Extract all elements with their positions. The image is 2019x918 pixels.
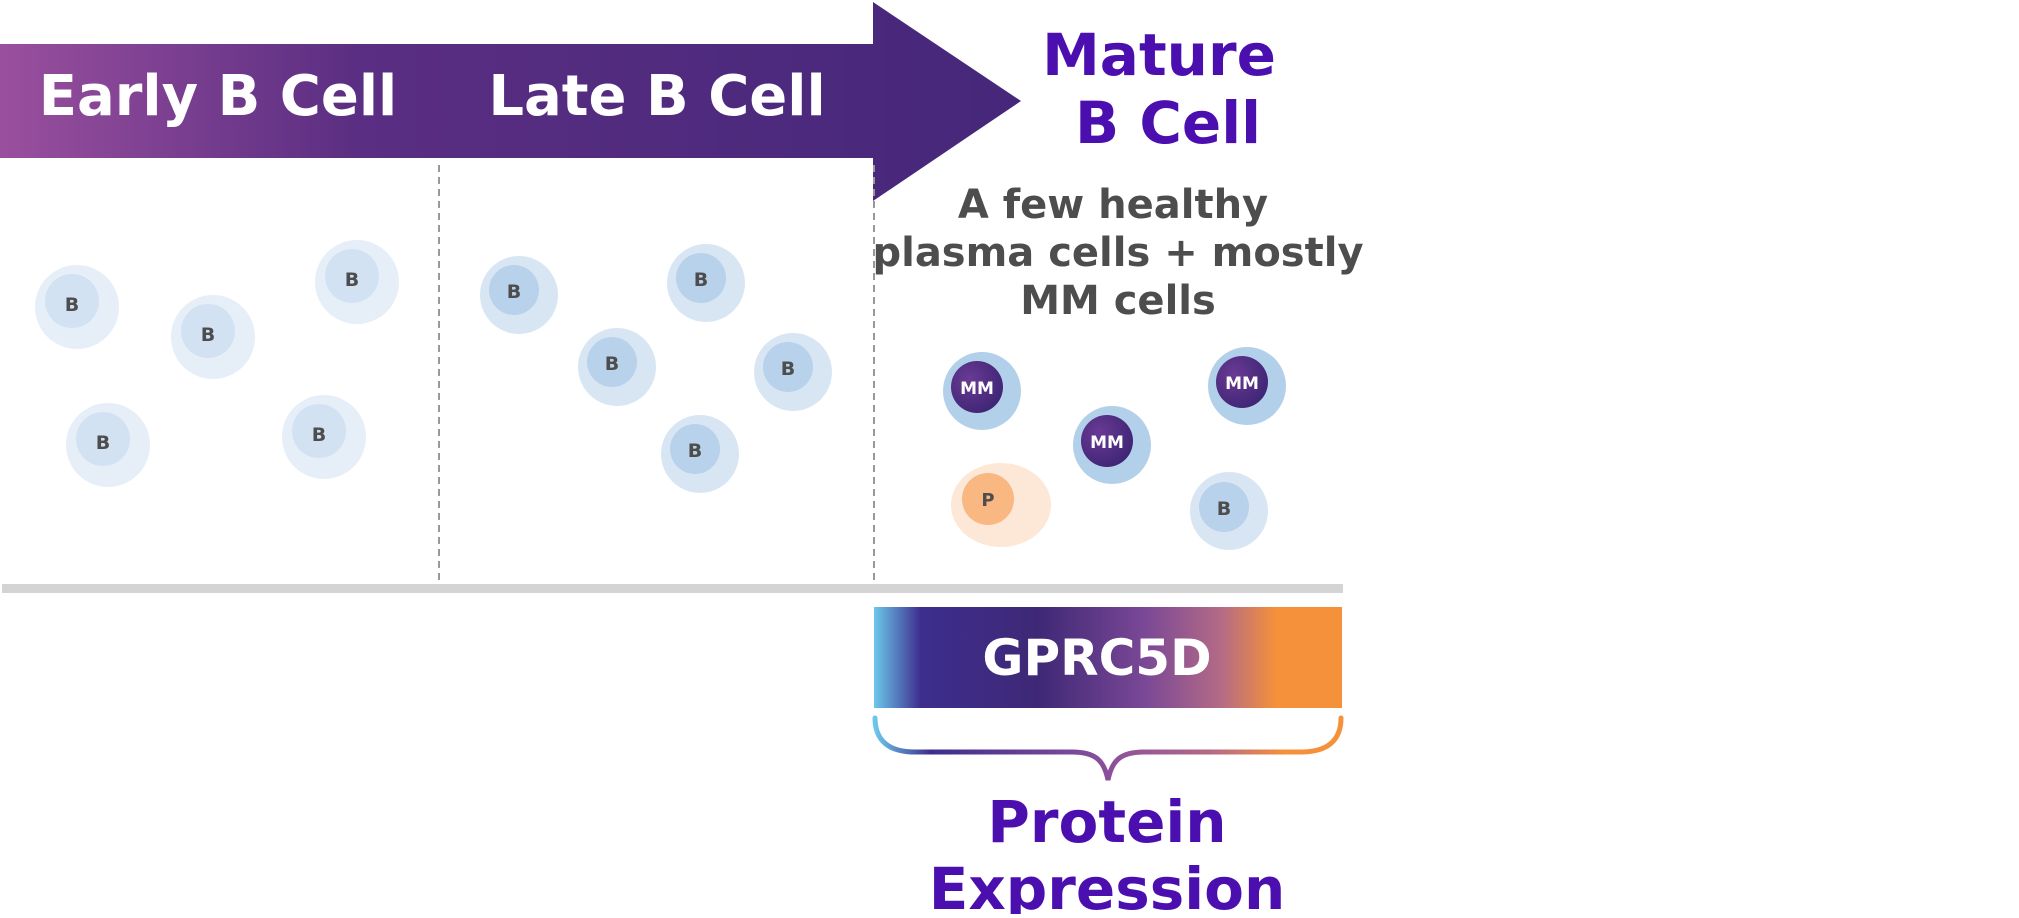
mm-cell: MM — [1208, 347, 1286, 425]
progression-arrow — [0, 2, 1021, 201]
svg-text:B: B — [688, 440, 702, 462]
mature-note-line1: A few healthy — [958, 182, 1268, 228]
mm-cell: MM — [1073, 406, 1151, 484]
gprc5d-label: GPRC5D — [982, 629, 1211, 687]
svg-text:MM: MM — [960, 379, 994, 399]
svg-text:B: B — [345, 269, 359, 291]
svg-text:B: B — [312, 424, 326, 446]
svg-text:B: B — [96, 432, 110, 454]
svg-text:MM: MM — [1090, 433, 1124, 453]
svg-text:B: B — [781, 358, 795, 380]
b-cell: B — [661, 415, 739, 493]
protein-expression-line2: Expression — [929, 855, 1286, 914]
early-b-cell-label: Early B Cell — [39, 64, 398, 129]
svg-text:B: B — [507, 281, 521, 303]
b-cell: B — [171, 295, 255, 379]
svg-text:B: B — [1217, 498, 1231, 520]
svg-text:MM: MM — [1225, 374, 1259, 394]
b-cell: B — [1190, 472, 1268, 550]
mature-note-line2: plasma cells + mostly — [872, 230, 1363, 276]
plasma-cell: P — [951, 463, 1051, 547]
svg-text:B: B — [201, 324, 215, 346]
protein-expression-line1: Protein — [987, 788, 1226, 856]
b-cell: B — [35, 265, 119, 349]
svg-text:B: B — [65, 294, 79, 316]
svg-text:P: P — [981, 490, 994, 511]
svg-text:B: B — [605, 353, 619, 375]
mature-b-cell-label-line2: B Cell — [1075, 89, 1261, 157]
b-cell: B — [66, 403, 150, 487]
mm-cell: MM — [943, 352, 1021, 430]
baseline — [2, 584, 1343, 593]
mature-b-cell-label-line1: Mature — [1042, 21, 1276, 89]
b-cell: B — [578, 328, 656, 406]
b-cell: B — [282, 395, 366, 479]
svg-text:B: B — [694, 269, 708, 291]
b-cell: B — [315, 240, 399, 324]
b-cell: B — [667, 244, 745, 322]
expression-brace — [872, 715, 1344, 781]
gprc5d-bar — [874, 607, 1342, 708]
b-cell: B — [754, 333, 832, 411]
b-cell: B — [480, 256, 558, 334]
late-b-cell-label: Late B Cell — [488, 64, 825, 129]
mature-note-line3: MM cells — [1020, 278, 1216, 324]
